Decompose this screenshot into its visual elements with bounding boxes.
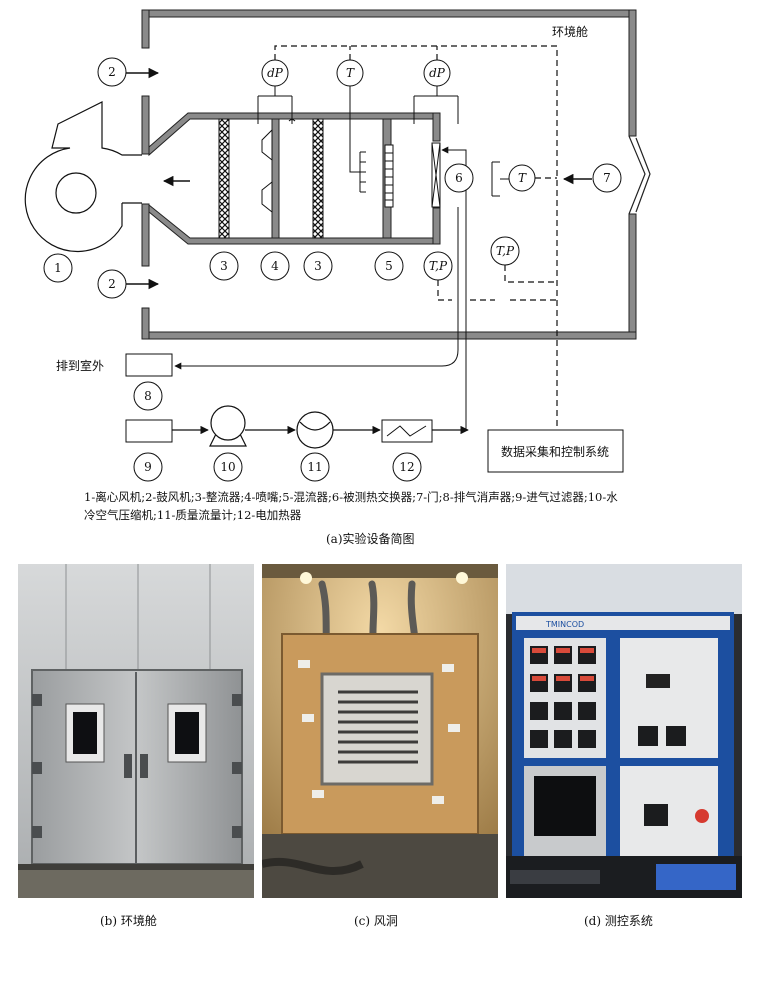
centrifugal-fan [24, 101, 142, 253]
label-3b: 3 [314, 259, 322, 273]
brand-text: TMINCOD [545, 620, 584, 629]
caption-d: (d) 测控系统 [584, 914, 653, 928]
caption-b: (b) 环境舱 [100, 914, 157, 928]
daq-label: 数据采集和控制系统 [501, 444, 609, 459]
sensor-t-2: T [518, 171, 527, 185]
photo-wind-tunnel [262, 564, 498, 898]
nozzle-upper [261, 128, 273, 162]
label-4: 4 [271, 259, 279, 273]
legend-line-1: 1-离心风机;2-鼓风机;3-整流器;4-喷嘴;5-混流器;6-被测热交换器;7… [84, 490, 618, 504]
sensor-tp-1: T,P [429, 259, 448, 273]
door [628, 135, 646, 215]
label-9: 9 [144, 460, 152, 474]
label-2a: 2 [108, 65, 116, 79]
label-2b: 2 [108, 277, 116, 291]
label-7: 7 [603, 171, 611, 185]
label-8: 8 [144, 389, 152, 403]
label-11: 11 [307, 460, 322, 474]
label-10: 10 [220, 460, 235, 474]
sensor-dp-1: dP [267, 66, 284, 80]
caption-c: (c) 风洞 [354, 914, 398, 928]
label-12: 12 [399, 460, 414, 474]
mass-flow-meter [296, 411, 334, 449]
nozzle-lower [261, 180, 273, 214]
straightener-2 [312, 118, 324, 239]
compressor [209, 405, 247, 447]
chamber-label: 环境舱 [552, 24, 588, 39]
electric-heater [381, 419, 433, 443]
chamber-walls [141, 9, 637, 340]
daq-control-box [487, 429, 624, 473]
photo-environmental-chamber [18, 564, 254, 898]
straightener-1 [218, 118, 230, 239]
sensor-tp-2: T,P [496, 244, 515, 258]
sensor-t-1: T [346, 66, 355, 80]
legend: 1-离心风机;2-鼓风机;3-整流器;4-喷嘴;5-混流器;6-被测热交换器;7… [84, 488, 644, 524]
label-1: 1 [54, 261, 62, 275]
exhaust-label: 排到室外 [56, 358, 104, 373]
inlet-filter [125, 419, 173, 443]
photo-control-system: TMINCOD [506, 564, 742, 898]
nozzle-plate [271, 118, 280, 239]
sensor-dp-2: dP [429, 66, 446, 80]
label-6: 6 [455, 171, 463, 185]
label-3a: 3 [220, 259, 228, 273]
exhaust-silencer [125, 353, 173, 377]
label-5: 5 [385, 259, 393, 273]
legend-line-2: 冷空气压缩机;11-质量流量计;12-电加热器 [84, 508, 302, 522]
wind-tunnel-duct [148, 112, 441, 245]
caption-a: (a)实验设备简图 [326, 532, 415, 546]
